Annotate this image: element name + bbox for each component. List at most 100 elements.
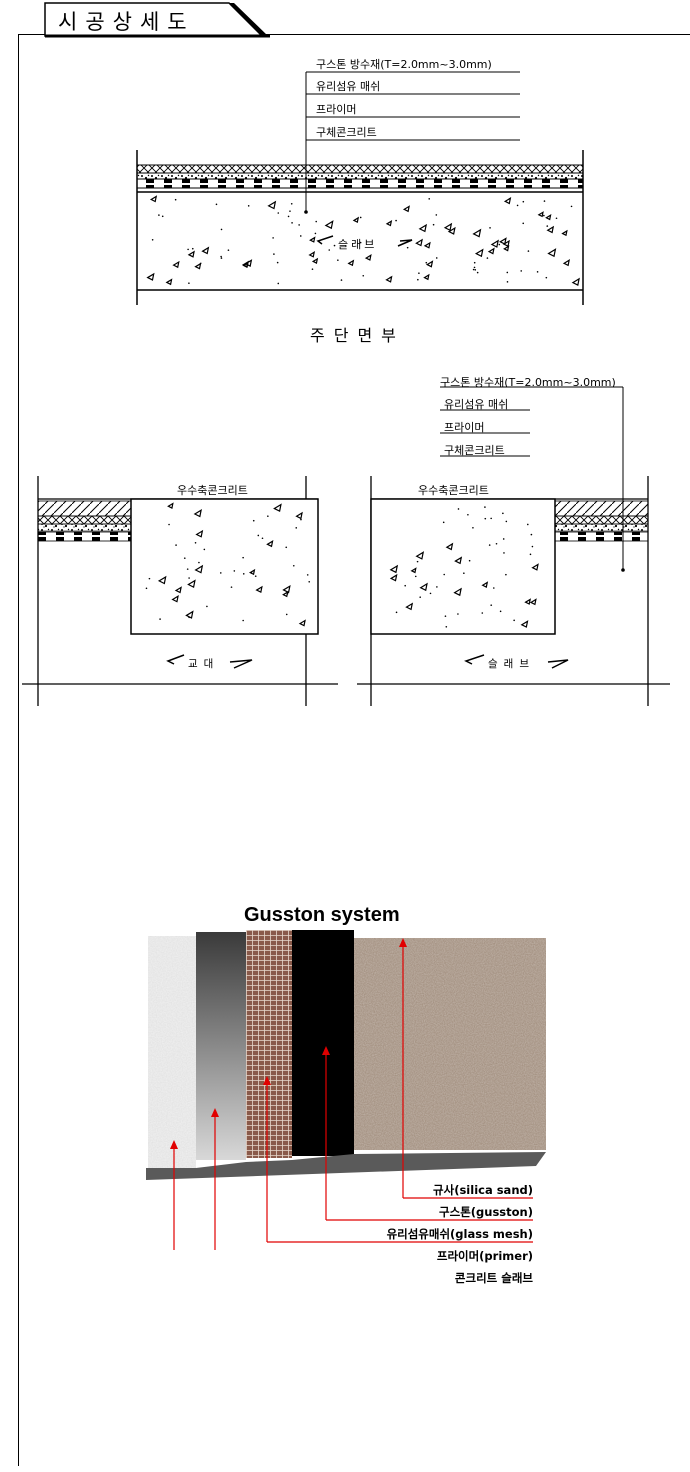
- aggregate-dot: [340, 279, 343, 281]
- aggregate-mark: [385, 220, 393, 227]
- aggregate-dot: [233, 570, 236, 572]
- aggregate-dot: [187, 248, 189, 251]
- aggregate-dot: [570, 205, 573, 208]
- aggregate-dot: [418, 272, 420, 274]
- aggregate-mark: [195, 529, 204, 538]
- aggregate-dot: [472, 526, 474, 529]
- aggregate-dot: [476, 271, 479, 274]
- frame-left-border: [18, 34, 19, 1466]
- joint-right-section: [357, 386, 670, 706]
- aggregate-dot: [502, 512, 504, 515]
- aggregate-dot: [273, 253, 275, 255]
- aggregate-mark: [503, 197, 512, 205]
- aggregate-mark: [165, 278, 173, 286]
- joint-left-bottom-label: 교대: [188, 658, 220, 670]
- aggregate-dot: [435, 257, 438, 259]
- aggregate-dot: [505, 573, 507, 576]
- aggregate-dot: [298, 224, 300, 226]
- aggregate-dot: [315, 220, 317, 223]
- main-layer-label-3: 프라이머: [316, 103, 357, 116]
- aggregate-mark: [562, 259, 571, 267]
- aggregate-dot: [311, 268, 314, 270]
- layer-concrete-slab: [148, 936, 196, 1168]
- aggregate-dot: [442, 521, 445, 524]
- aggregate-mark: [571, 277, 580, 286]
- aggregate-dot: [247, 205, 250, 207]
- aggregate-mark: [244, 259, 253, 267]
- aggregate-mark: [472, 228, 482, 238]
- aggregate-mark: [474, 248, 484, 258]
- aggregate-dot: [484, 506, 486, 508]
- aggregate-mark: [242, 261, 249, 268]
- aggregate-mark: [389, 573, 398, 582]
- aggregate-dot: [306, 574, 309, 576]
- aggregate-mark: [415, 238, 423, 247]
- aggregate-dot: [188, 282, 190, 284]
- aggregate-dot: [395, 219, 397, 222]
- legend-item: 규사(silica sand): [433, 1183, 533, 1197]
- aggregate-dot: [151, 238, 154, 241]
- aggregate-mark: [453, 587, 462, 597]
- aggregate-dot: [286, 592, 289, 595]
- aggregate-dot: [520, 270, 523, 272]
- joint-left-section: [22, 476, 338, 706]
- aggregate-dot: [404, 584, 406, 587]
- aggregate-dot: [429, 592, 432, 595]
- aggregate-dot: [359, 241, 362, 244]
- aggregate-mark: [499, 237, 507, 245]
- aggregate-dot: [457, 613, 459, 615]
- aggregate-dot: [428, 198, 431, 200]
- aggregate-mark: [171, 595, 179, 603]
- aggregate-dot: [495, 542, 498, 545]
- aggregate-dot: [148, 577, 151, 580]
- aggregate-dot: [432, 223, 435, 226]
- aggregate-dot: [333, 244, 336, 247]
- aggregate-dot: [546, 225, 549, 227]
- legend-item: 구스톤(gusston): [439, 1205, 533, 1219]
- aggregate-dot: [555, 217, 558, 220]
- aggregate-dot: [277, 282, 280, 285]
- aggregate-dot: [328, 249, 331, 251]
- aggregate-dot: [488, 544, 491, 546]
- aggregate-dot: [467, 513, 469, 516]
- aggregate-mark: [537, 211, 544, 218]
- main-layer-label-4: 구체콘크리트: [316, 126, 377, 139]
- legend-item: 유리섬유매쉬(glass mesh): [386, 1227, 533, 1241]
- legend-item: 콘크리트 슬래브: [454, 1271, 533, 1285]
- system-title: Gusston system: [244, 904, 400, 926]
- aggregate-mark: [405, 602, 414, 611]
- title-tab: 시공상세도: [44, 2, 294, 38]
- aggregate-dot: [267, 515, 269, 517]
- aggregate-dot: [220, 257, 223, 259]
- aggregate-dot: [531, 545, 534, 548]
- aggregate-mark: [418, 223, 428, 233]
- aggregate-mark: [445, 542, 454, 551]
- aggregate-mark: [454, 556, 463, 565]
- aggregate-dot: [522, 222, 525, 225]
- aggregate-dot: [227, 249, 230, 251]
- legend-arrow-head: [170, 1140, 178, 1149]
- aggregate-mark: [545, 214, 552, 221]
- aggregate-mark: [194, 564, 204, 574]
- aggregate-mark: [547, 248, 557, 258]
- aggregate-mark: [267, 200, 277, 210]
- aggregate-dot: [159, 618, 161, 620]
- aggregate-dot: [499, 610, 502, 613]
- aggregate-dot: [292, 564, 295, 567]
- aggregate-dot: [175, 544, 177, 546]
- joint-right-top-label: 우수축콘크리트: [418, 484, 489, 497]
- aggregate-mark: [385, 275, 393, 283]
- aggregate-dot: [308, 581, 311, 583]
- aggregate-mark: [423, 273, 430, 281]
- aggregate-mark: [266, 540, 274, 548]
- aggregate-mark: [487, 247, 495, 255]
- aggregate-dot: [416, 560, 419, 563]
- page-title: 시공상세도: [58, 10, 195, 34]
- aggregate-mark: [520, 620, 529, 628]
- aggregate-mark: [389, 564, 399, 574]
- aggregate-mark: [248, 568, 256, 576]
- aggregate-dot: [242, 573, 245, 575]
- system-layer-diagram: [146, 930, 546, 1250]
- aggregate-mark: [308, 251, 316, 258]
- aggregate-dot: [527, 250, 530, 252]
